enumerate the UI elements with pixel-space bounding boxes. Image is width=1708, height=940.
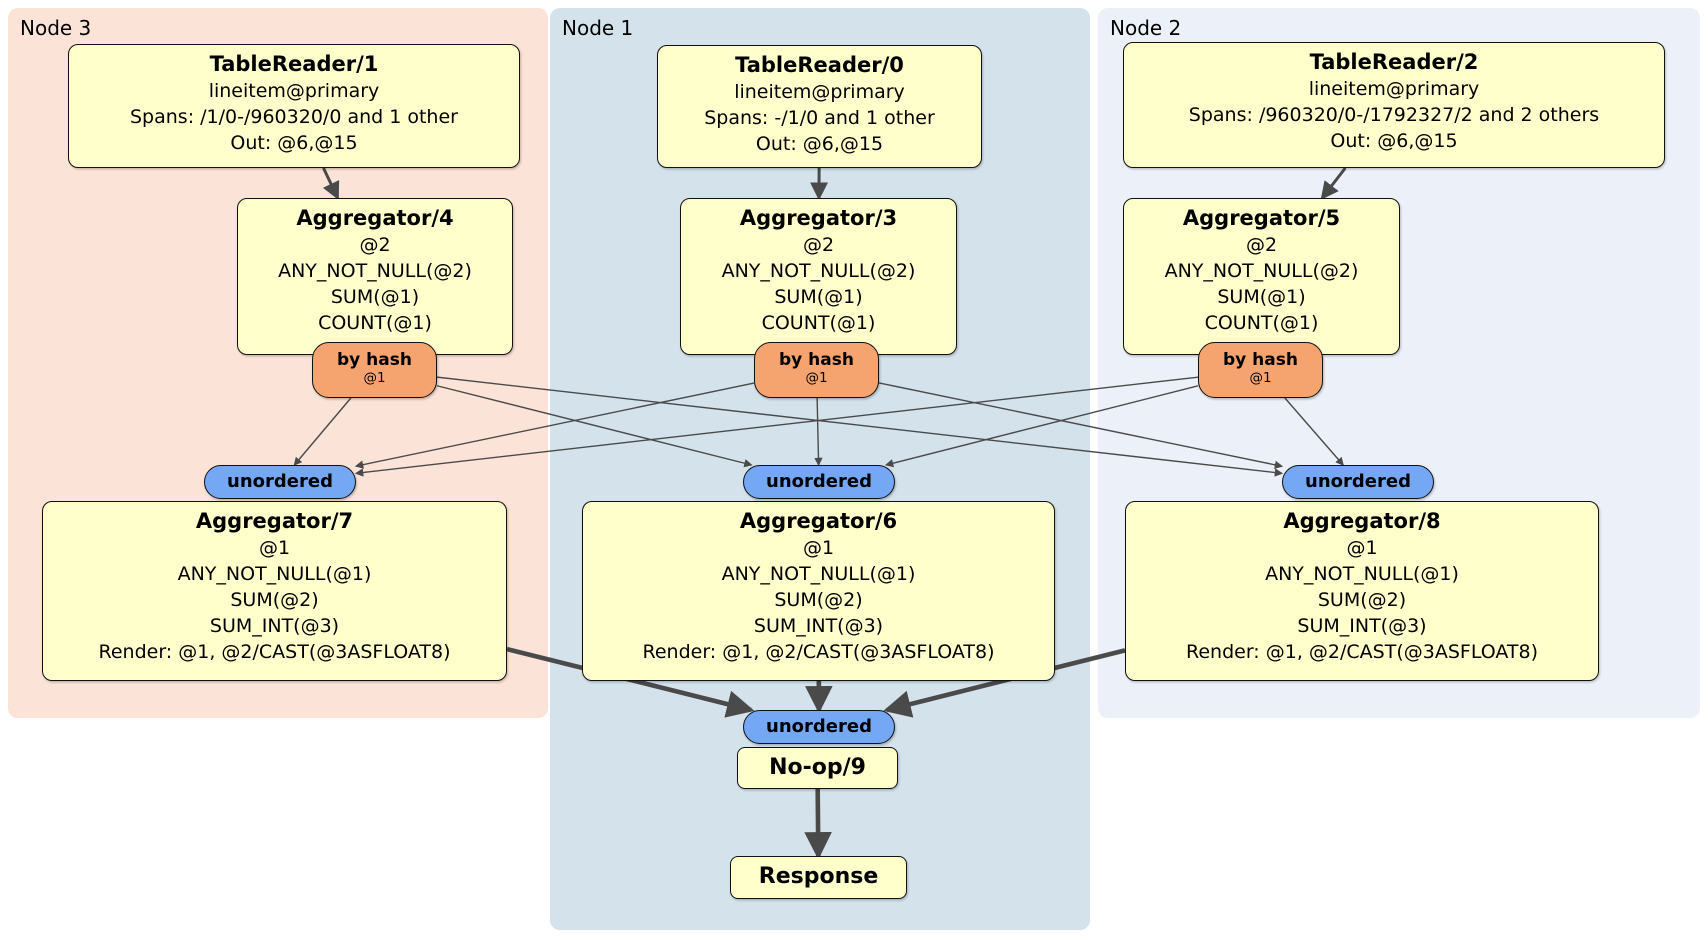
processor-title: TableReader/1	[209, 52, 379, 76]
agg-line: COUNT(@1)	[1204, 312, 1319, 334]
router-label: by hash	[1223, 350, 1298, 370]
agg-line: ANY_NOT_NULL(@2)	[278, 260, 472, 282]
agg-render-line: Render: @1, @2/CAST(@3ASFLOAT8)	[642, 641, 995, 663]
agg-line: ANY_NOT_NULL(@1)	[721, 563, 916, 585]
spans-line: Spans: /960320/0-/1792327/2 and 2 others	[1188, 104, 1600, 126]
router-detail: @1	[1249, 370, 1272, 386]
router-detail: @1	[805, 370, 828, 386]
agg-line: SUM_INT(@3)	[1297, 615, 1427, 637]
agg-line: @1	[1346, 537, 1378, 559]
agg-line: ANY_NOT_NULL(@1)	[1265, 563, 1459, 585]
no-op-box: No-op/9	[737, 747, 898, 789]
router-detail: @1	[363, 370, 386, 386]
agg-line: COUNT(@1)	[761, 312, 876, 334]
agg-line: @2	[359, 234, 391, 256]
node-group-1: Node 1 TableReader/0 lineitem@primary Sp…	[550, 8, 1090, 930]
aggregator-5-box: Aggregator/5 @2 ANY_NOT_NULL(@2) SUM(@1)…	[1123, 198, 1400, 355]
spans-line: Spans: -/1/0 and 1 other	[704, 107, 935, 129]
spans-line: Spans: /1/0-/960320/0 and 1 other	[130, 106, 458, 128]
by-hash-router: by hash @1	[754, 342, 879, 398]
aggregator-4-box: Aggregator/4 @2 ANY_NOT_NULL(@2) SUM(@1)…	[237, 198, 513, 355]
out-line: Out: @6,@15	[1330, 130, 1458, 152]
agg-line: SUM(@1)	[1217, 286, 1306, 308]
unordered-sync: unordered	[743, 465, 895, 499]
router-label: by hash	[337, 350, 412, 370]
by-hash-router: by hash @1	[1198, 342, 1323, 398]
aggregator-6-box: Aggregator/6 @1 ANY_NOT_NULL(@1) SUM(@2)…	[582, 501, 1055, 681]
aggregator-8-box: Aggregator/8 @1 ANY_NOT_NULL(@1) SUM(@2)…	[1125, 501, 1599, 681]
agg-line: @2	[802, 234, 835, 256]
agg-line: SUM(@2)	[1317, 589, 1407, 611]
agg-line: ANY_NOT_NULL(@2)	[721, 260, 916, 282]
agg-line: @2	[1245, 234, 1278, 256]
processor-title: Aggregator/6	[739, 509, 898, 533]
response-box: Response	[730, 856, 907, 899]
agg-line: SUM_INT(@3)	[753, 615, 884, 637]
index-line: lineitem@primary	[1308, 78, 1480, 100]
unordered-sync: unordered	[1282, 465, 1434, 499]
processor-title: TableReader/2	[1309, 50, 1479, 74]
node-group-2: Node 2 TableReader/2 lineitem@primary Sp…	[1098, 8, 1700, 718]
index-line: lineitem@primary	[208, 80, 380, 102]
out-line: Out: @6,@15	[230, 132, 358, 154]
unordered-sync: unordered	[204, 465, 356, 499]
router-label: by hash	[779, 350, 854, 370]
processor-title: Aggregator/3	[739, 206, 898, 230]
agg-line: COUNT(@1)	[318, 312, 432, 334]
agg-line: SUM(@1)	[330, 286, 420, 308]
by-hash-router: by hash @1	[312, 342, 437, 398]
processor-title: Aggregator/8	[1283, 509, 1441, 533]
processor-title: Aggregator/5	[1182, 206, 1341, 230]
final-unordered-sync: unordered	[743, 710, 895, 744]
tablereader-2-box: TableReader/2 lineitem@primary Spans: /9…	[1123, 42, 1665, 168]
agg-render-line: Render: @1, @2/CAST(@3ASFLOAT8)	[1186, 641, 1538, 663]
aggregator-3-box: Aggregator/3 @2 ANY_NOT_NULL(@2) SUM(@1)…	[680, 198, 957, 355]
agg-line: @1	[802, 537, 835, 559]
agg-line: ANY_NOT_NULL(@2)	[1164, 260, 1359, 282]
agg-line: SUM(@2)	[230, 589, 319, 611]
node-label: Node 1	[562, 16, 634, 40]
agg-line: SUM(@2)	[774, 589, 863, 611]
agg-render-line: Render: @1, @2/CAST(@3ASFLOAT8)	[98, 641, 451, 663]
node-label: Node 2	[1110, 16, 1182, 40]
aggregator-7-box: Aggregator/7 @1 ANY_NOT_NULL(@1) SUM(@2)…	[42, 501, 507, 681]
agg-line: @1	[258, 537, 291, 559]
agg-line: SUM_INT(@3)	[209, 615, 340, 637]
tablereader-0-box: TableReader/0 lineitem@primary Spans: -/…	[657, 45, 982, 168]
tablereader-1-box: TableReader/1 lineitem@primary Spans: /1…	[68, 44, 520, 168]
processor-title: TableReader/0	[735, 53, 904, 77]
processor-title: Aggregator/7	[195, 509, 354, 533]
node-label: Node 3	[20, 16, 92, 40]
node-group-3: Node 3 TableReader/1 lineitem@primary Sp…	[8, 8, 548, 718]
out-line: Out: @6,@15	[755, 133, 884, 155]
index-line: lineitem@primary	[734, 81, 905, 103]
processor-title: Aggregator/4	[296, 206, 454, 230]
agg-line: SUM(@1)	[774, 286, 863, 308]
agg-line: ANY_NOT_NULL(@1)	[177, 563, 372, 585]
